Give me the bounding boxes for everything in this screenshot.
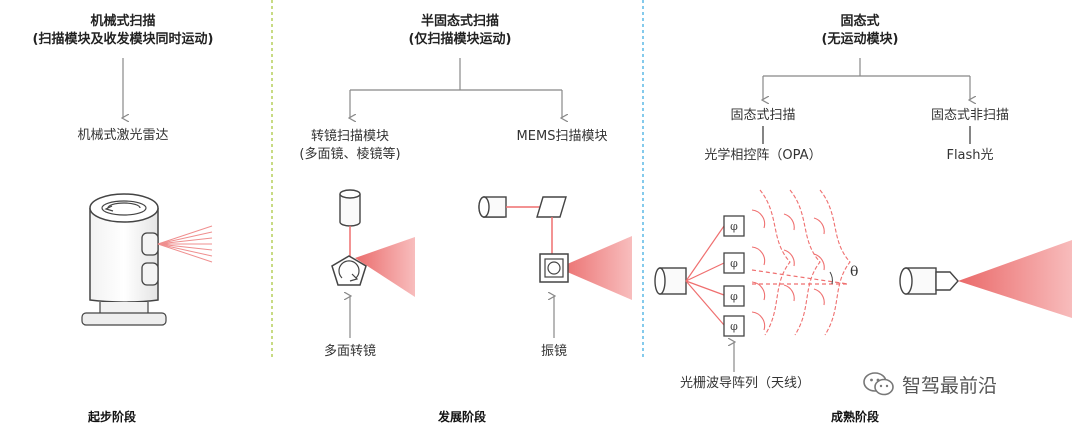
watermark: 智驾最前沿 [862, 370, 997, 398]
mechanical-lidar-drawing [81, 193, 213, 326]
watermark-text: 智驾最前沿 [902, 374, 998, 397]
mechanical-lidar-label: 机械式激光雷达 [77, 128, 169, 143]
wechat-icon [863, 372, 894, 396]
semisolid-subtitle: (仅扫描模块运动) [408, 32, 512, 47]
phase-symbol-2: φ [730, 257, 738, 270]
flash-label: Flash光 [946, 148, 994, 163]
rotating-mirror-module-detail: (多面镜、棱镜等) [299, 147, 401, 162]
phase-symbol-4: φ [730, 320, 738, 333]
opa-label: 光学相控阵（OPA） [704, 148, 822, 163]
phase-symbol-3: φ [730, 290, 738, 303]
grating-waveguide-caption: 光栅波导阵列（天线） [679, 376, 811, 391]
solid-state-title: 固态式 [840, 14, 880, 29]
stage-label-mature: 成熟阶段 [830, 410, 880, 424]
solid-state-subtitle: (无运动模块) [821, 32, 899, 47]
flash-drawing [899, 240, 1072, 318]
mems-module-label: MEMS扫描模块 [516, 129, 608, 144]
polygon-mirror-caption: 多面转镜 [323, 344, 377, 359]
mems-drawing [478, 196, 632, 338]
theta-symbol: θ [850, 264, 858, 280]
mechanical-title: 机械式扫描 [90, 14, 156, 29]
mechanical-subtitle: (扫描模块及收发模块同时运动) [32, 32, 214, 47]
polygon-mirror-drawing [331, 189, 415, 338]
stage-label-start: 起步阶段 [87, 410, 137, 424]
semisolid-title: 半固态式扫描 [420, 14, 500, 29]
rotating-mirror-module-label: 转镜扫描模块 [310, 129, 390, 144]
phase-symbol-1: φ [730, 220, 738, 233]
solid-nonscan-label: 固态式非扫描 [930, 108, 1010, 123]
galvo-mirror-caption: 振镜 [540, 344, 568, 359]
stage-label-development: 发展阶段 [437, 410, 487, 424]
solid-scan-label: 固态式扫描 [730, 108, 796, 123]
opa-drawing: φ φ φ φ θ [654, 189, 858, 372]
